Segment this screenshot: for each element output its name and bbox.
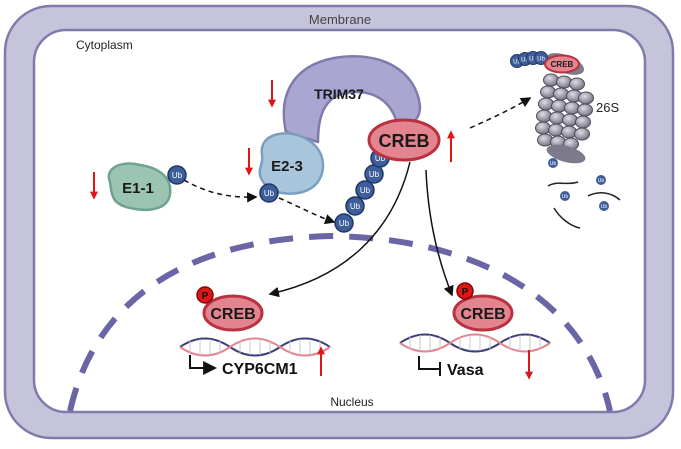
ubiquitin-label: Ub — [562, 194, 569, 200]
ubiquitin-label: Ub — [350, 202, 361, 211]
vasa-gene-label: Vasa — [447, 362, 484, 379]
ubiquitin-transfer-arrow-2 — [278, 197, 336, 225]
ubiquitin-e2: Ub — [259, 183, 279, 203]
e1-1-shape — [107, 162, 172, 211]
ubiquitin-chain-degraded: Ub Ub Ub Ub — [510, 51, 548, 68]
ubiquitin-label: Ub — [369, 170, 380, 179]
proteasome-26s — [535, 53, 594, 164]
phospho-mark-right: P — [456, 282, 474, 300]
e2-3-label: E2-3 — [271, 158, 303, 175]
ubiquitin-label: Ub — [513, 60, 521, 66]
ubiquitin-e1: Ub — [167, 165, 187, 185]
membrane-label: Membrane — [309, 12, 371, 27]
creb-nuclear-right-label: CREB — [460, 306, 505, 323]
creb-to-cyp6cm1-arrow — [268, 161, 411, 298]
ubiquitin-label: Ub — [375, 154, 386, 163]
creb-nuclear-left: CREB — [202, 294, 264, 332]
ubiquitin-label: Ub — [537, 57, 545, 63]
trim37-label: TRIM37 — [314, 86, 364, 102]
creb-to-vasa-arrow — [425, 169, 454, 297]
ubiquitin-label: Ub — [264, 189, 275, 198]
cytoplasm-label: Cytoplasm — [76, 38, 133, 52]
ubiquitin-label: Ub — [601, 204, 608, 210]
ubiquitin-label: Ub — [550, 161, 557, 167]
phospho-mark-left: P — [196, 286, 214, 304]
e2-3-shape — [258, 132, 325, 195]
ubiquitin-label: Ub — [529, 57, 537, 63]
ubiquitin-label: Ub — [172, 171, 183, 180]
vasa-repression-bar — [418, 356, 440, 370]
dna-helix-right — [399, 333, 551, 353]
cyp6cm1-gene-label: CYP6CM1 — [222, 361, 298, 378]
creb-cytoplasm-label: CREB — [378, 131, 429, 151]
proteasome-label: 26S — [596, 100, 619, 115]
polyubiquitin-chain: Ub Ub Ub Ub Ub — [334, 148, 390, 233]
dna-helix-left — [179, 337, 331, 357]
phospho-label: P — [202, 291, 209, 302]
creb-nuclear-left-label: CREB — [210, 306, 255, 323]
trim37-shape — [282, 55, 422, 144]
ubiquitin-label: Ub — [521, 58, 529, 64]
ubiquitin-label: Ub — [360, 186, 371, 195]
e1-1-label: E1-1 — [122, 180, 154, 197]
creb-cytoplasm: CREB — [367, 118, 441, 162]
ubiquitin-label: Ub — [339, 219, 350, 228]
nucleus-label: Nucleus — [330, 395, 373, 409]
ubiquitin-transfer-arrow-1 — [183, 179, 258, 203]
nuclear-envelope — [67, 232, 613, 412]
phospho-label: P — [462, 287, 469, 298]
creb-degraded: CREB — [544, 54, 580, 74]
creb-degraded-label: CREB — [551, 60, 574, 69]
cyp6cm1-promoter-arrow — [189, 355, 218, 375]
degradation-fragments: Ub Ub Ub Ub — [547, 158, 621, 229]
ubiquitin-label: Ub — [598, 178, 605, 184]
creb-nuclear-right: CREB — [452, 294, 514, 332]
